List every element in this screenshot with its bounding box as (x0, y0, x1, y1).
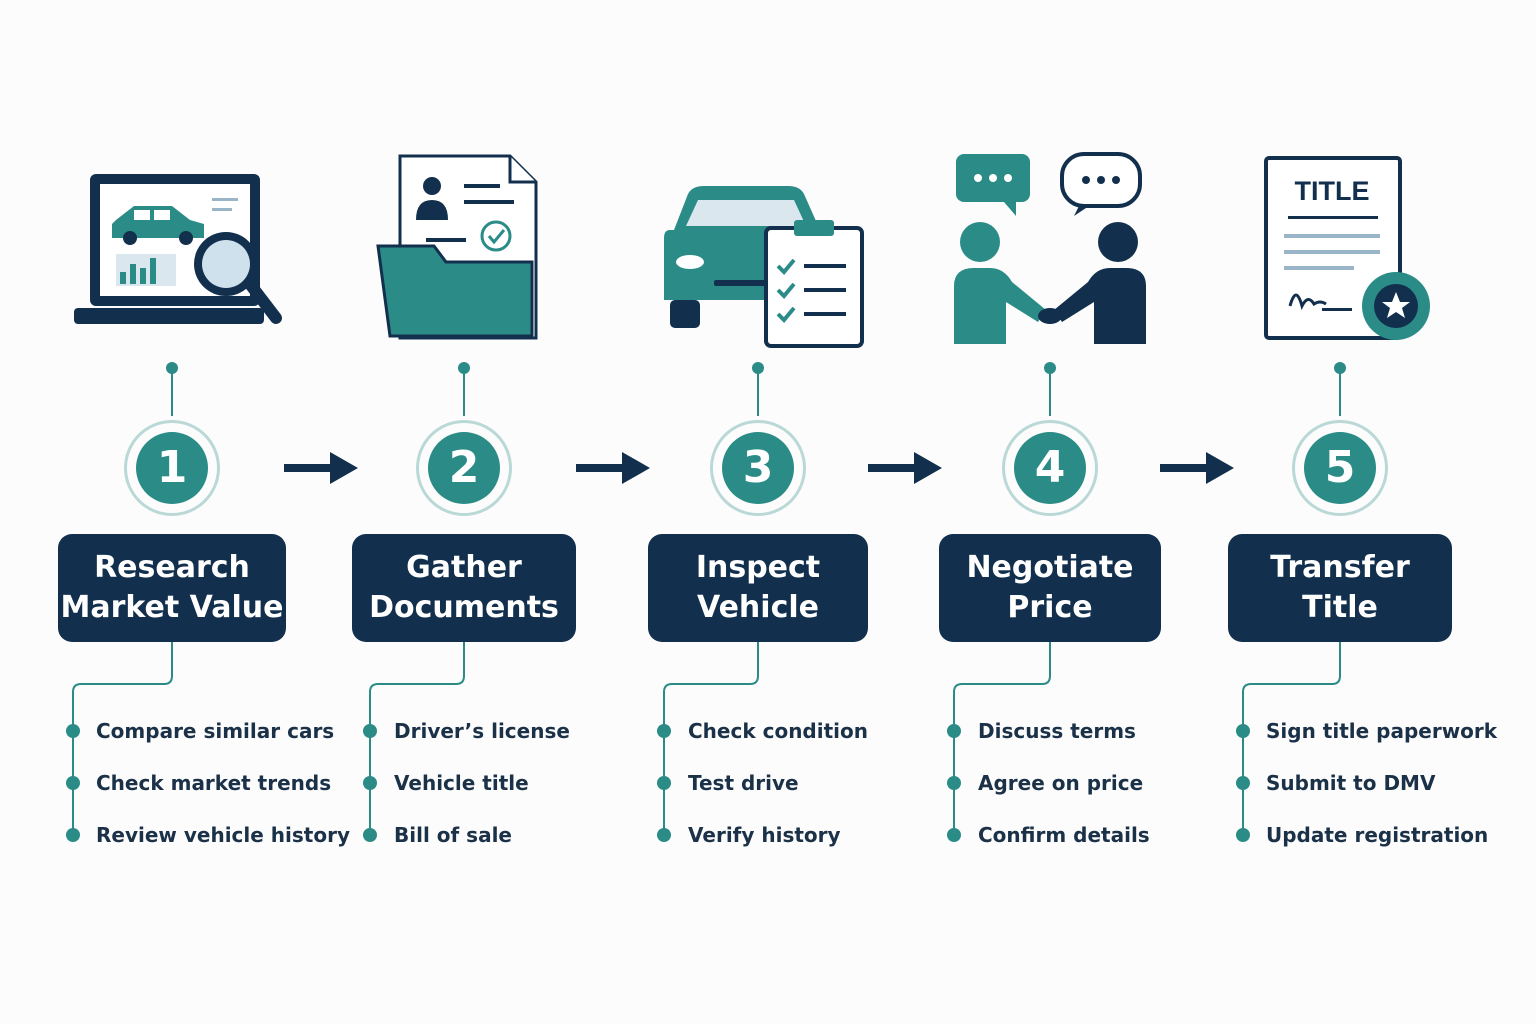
step-number: 5 (1304, 432, 1376, 504)
step-3-badge: 3 (710, 420, 806, 516)
title-label: TITLE (1295, 176, 1370, 206)
step-5: TITLE 5 Transfer Title Sign title paperw… (1190, 0, 1497, 1024)
step-item: Verify history (688, 823, 841, 847)
folder-documents-icon (376, 154, 538, 340)
step-item: Update registration (1266, 823, 1489, 847)
step-item: Driver’s license (394, 719, 570, 743)
step-1-badge: 1 (124, 420, 220, 516)
step-item: Review vehicle history (96, 823, 350, 847)
step-item: Confirm details (978, 823, 1150, 847)
step-3-title: Inspect Vehicle (648, 534, 868, 642)
step-4: 4 Negotiate Price Discuss terms Agree on… (900, 0, 1200, 1024)
arrow-right-icon (868, 452, 942, 484)
step-item: Bill of sale (394, 823, 512, 847)
step-3-connectors (657, 362, 764, 842)
arrow-right-icon (284, 452, 358, 484)
step-1-title: Research Market Value (58, 534, 286, 642)
step-3: 3 Inspect Vehicle Check condition Test d… (608, 0, 908, 1024)
step-1: 1 Research Market Value Compare similar … (22, 0, 350, 1024)
handshake-chat-icon (954, 152, 1146, 344)
step-number: 1 (136, 432, 208, 504)
step-number: 3 (722, 432, 794, 504)
laptop-car-search-icon (74, 174, 282, 324)
step-5-title: Transfer Title (1228, 534, 1452, 642)
step-item: Discuss terms (978, 719, 1136, 743)
step-2-title: Gather Documents (352, 534, 576, 642)
step-item: Compare similar cars (96, 719, 335, 743)
step-4-connectors (947, 362, 1056, 842)
step-item: Sign title paperwork (1266, 719, 1498, 743)
step-5-connectors (1236, 362, 1346, 842)
step-2-connectors (363, 362, 470, 842)
step-item: Test drive (688, 771, 799, 795)
step-2-badge: 2 (416, 420, 512, 516)
step-item: Vehicle title (394, 771, 529, 795)
step-item: Check condition (688, 719, 868, 743)
step-4-badge: 4 (1002, 420, 1098, 516)
step-item: Agree on price (978, 771, 1144, 795)
car-checklist-icon (664, 186, 864, 348)
step-4-title: Negotiate Price (939, 534, 1161, 642)
step-1-connectors (66, 362, 178, 842)
arrow-right-icon (576, 452, 650, 484)
step-5-badge: 5 (1292, 420, 1388, 516)
title-document-seal-icon: TITLE (1264, 156, 1430, 340)
step-item: Submit to DMV (1266, 771, 1436, 795)
arrow-right-icon (1160, 452, 1234, 484)
step-item: Check market trends (96, 771, 332, 795)
step-2: 2 Gather Documents Driver’s license Vehi… (314, 0, 614, 1024)
step-number: 4 (1014, 432, 1086, 504)
step-number: 2 (428, 432, 500, 504)
